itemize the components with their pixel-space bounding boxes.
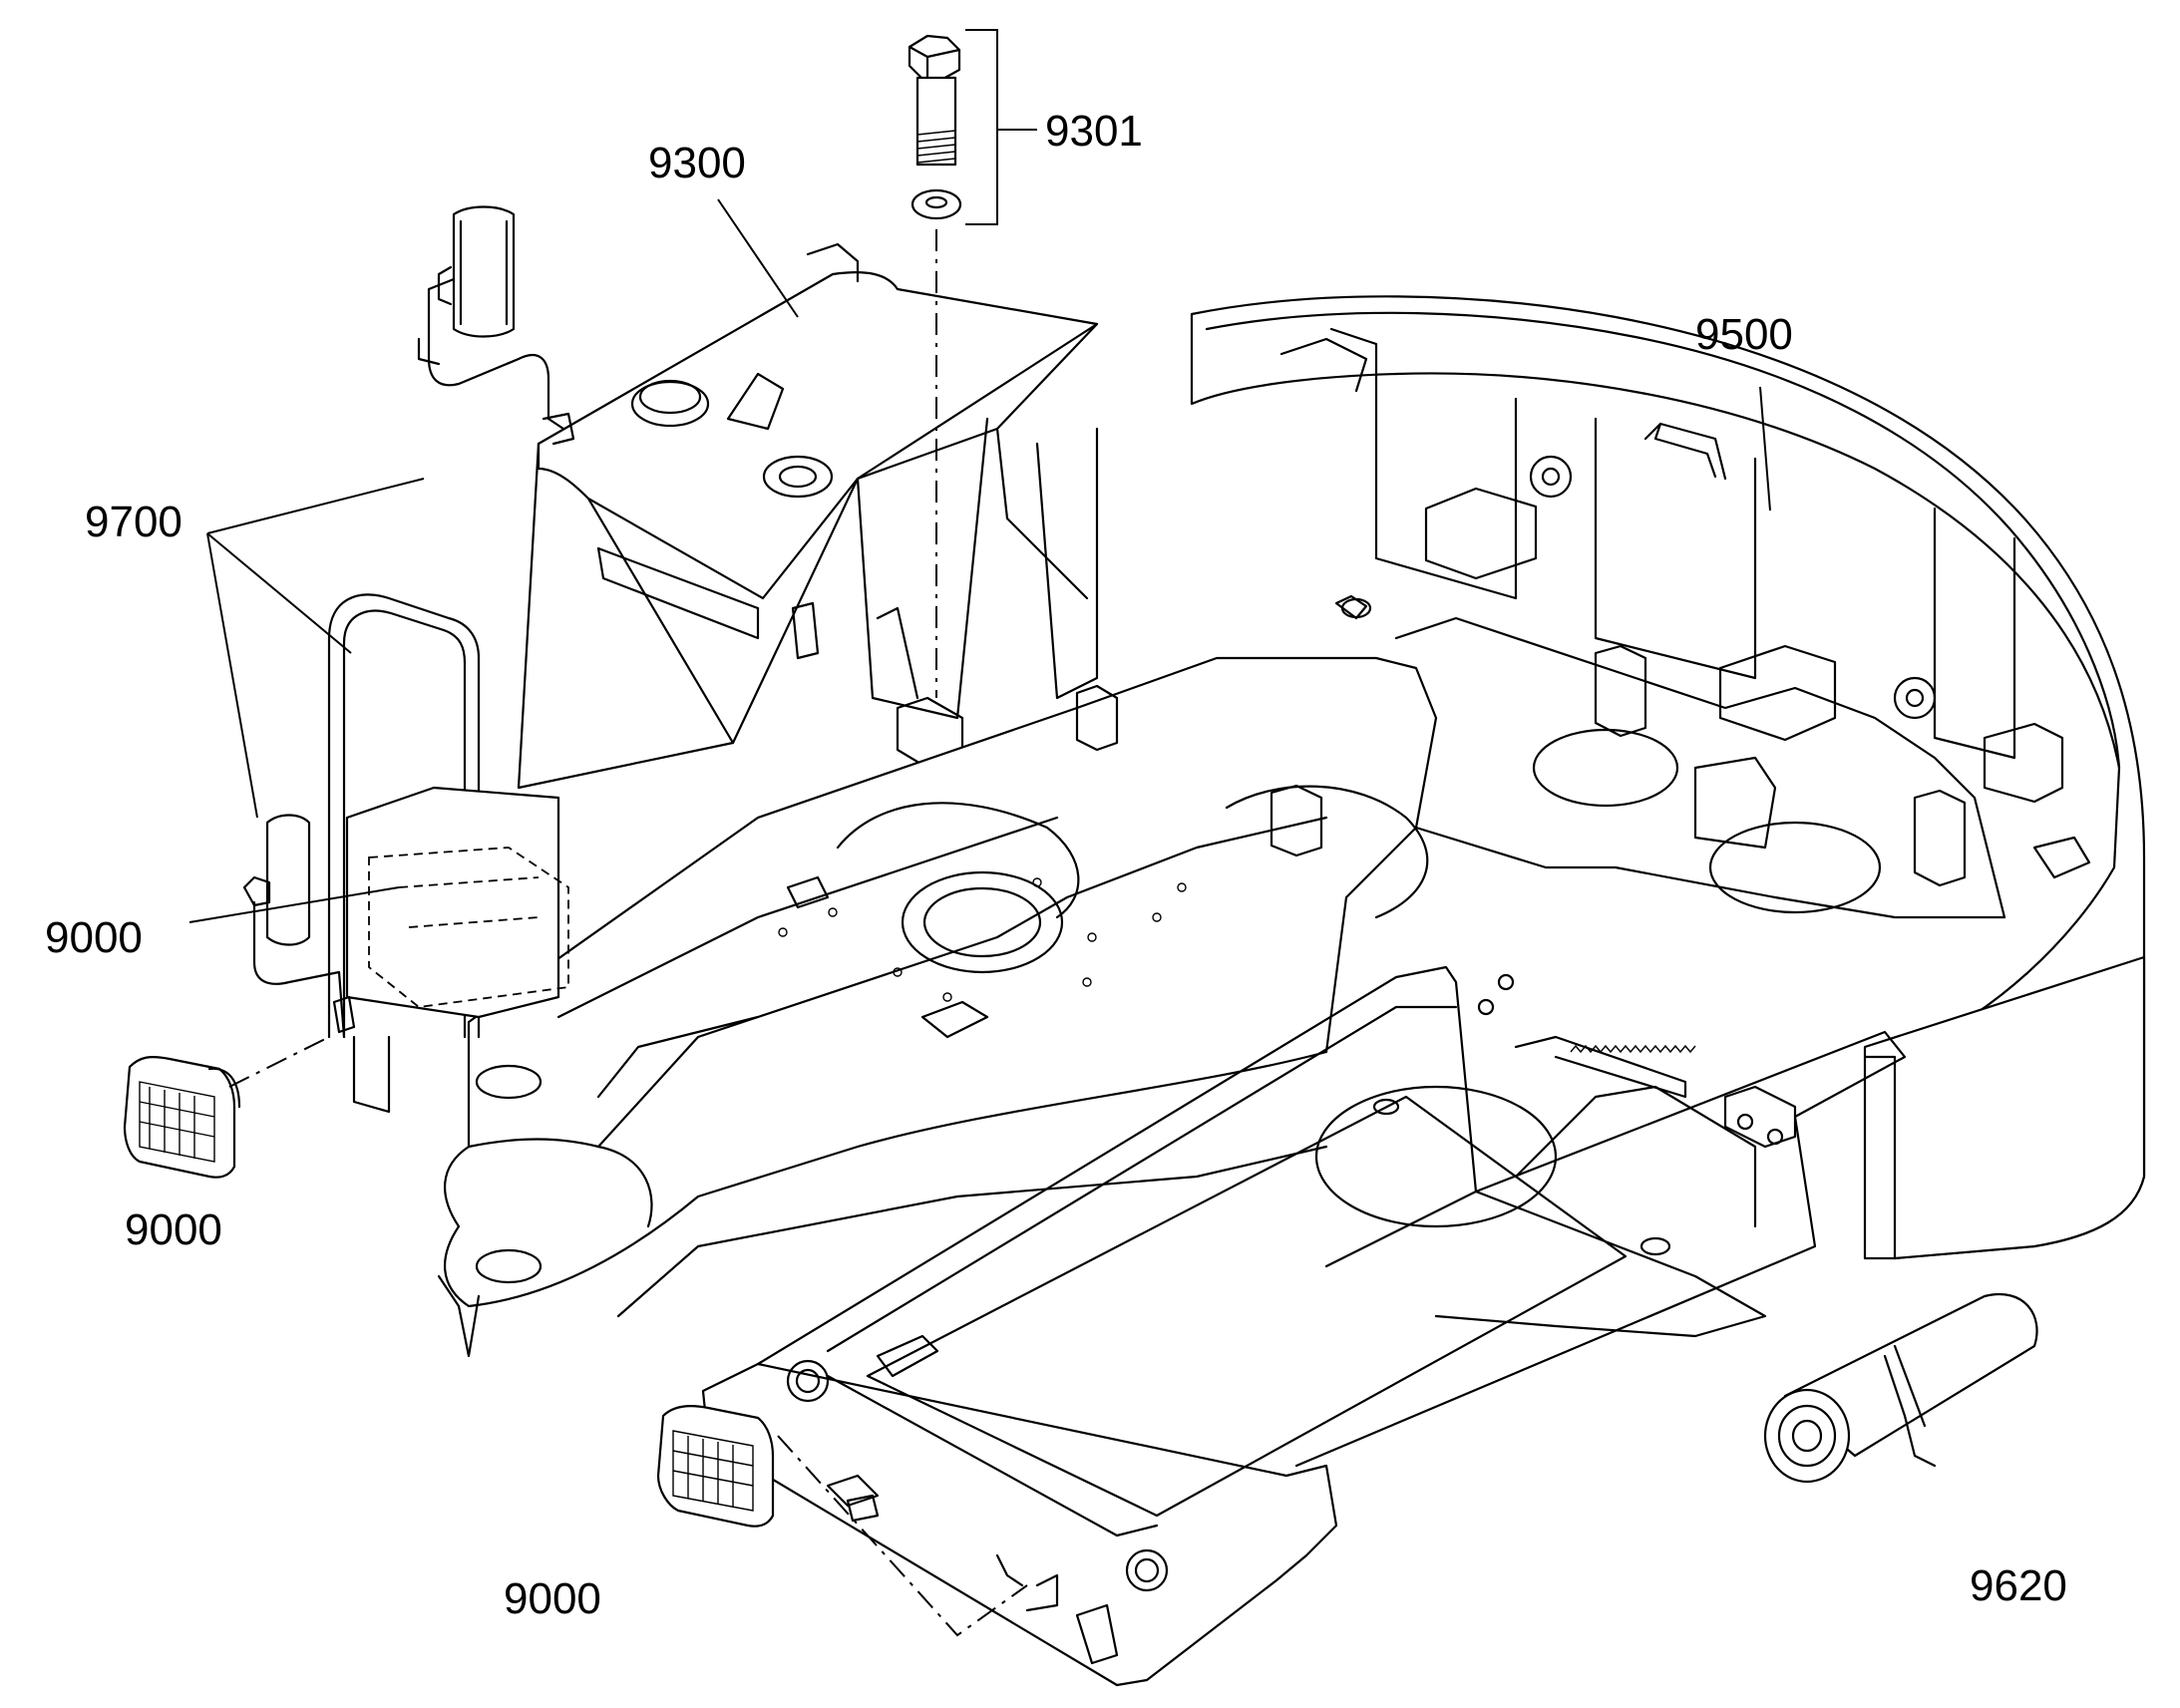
callout-9301: 9301 (1045, 107, 1143, 156)
callout-9300: 9300 (648, 139, 746, 187)
counterweight (1190, 295, 2146, 1260)
callout-9000-left-light: 9000 (125, 1205, 222, 1254)
leader-lines (188, 29, 1771, 923)
callout-9620: 9620 (1970, 1561, 2067, 1610)
callout-9500: 9500 (1695, 310, 1793, 359)
bolt-and-washer (908, 34, 962, 698)
callout-9000-upper: 9000 (45, 913, 143, 962)
callout-9000-bottom-light: 9000 (504, 1574, 601, 1623)
work-light-bottom (656, 1405, 1028, 1637)
cab-frame (517, 242, 1099, 790)
work-light-left (123, 1036, 330, 1179)
decal-roll (1763, 1293, 2038, 1484)
lower-frame (701, 965, 1907, 1687)
mirrors-and-handrail (242, 205, 575, 1114)
upper-frame (437, 594, 2006, 1358)
callout-9700: 9700 (85, 498, 182, 546)
